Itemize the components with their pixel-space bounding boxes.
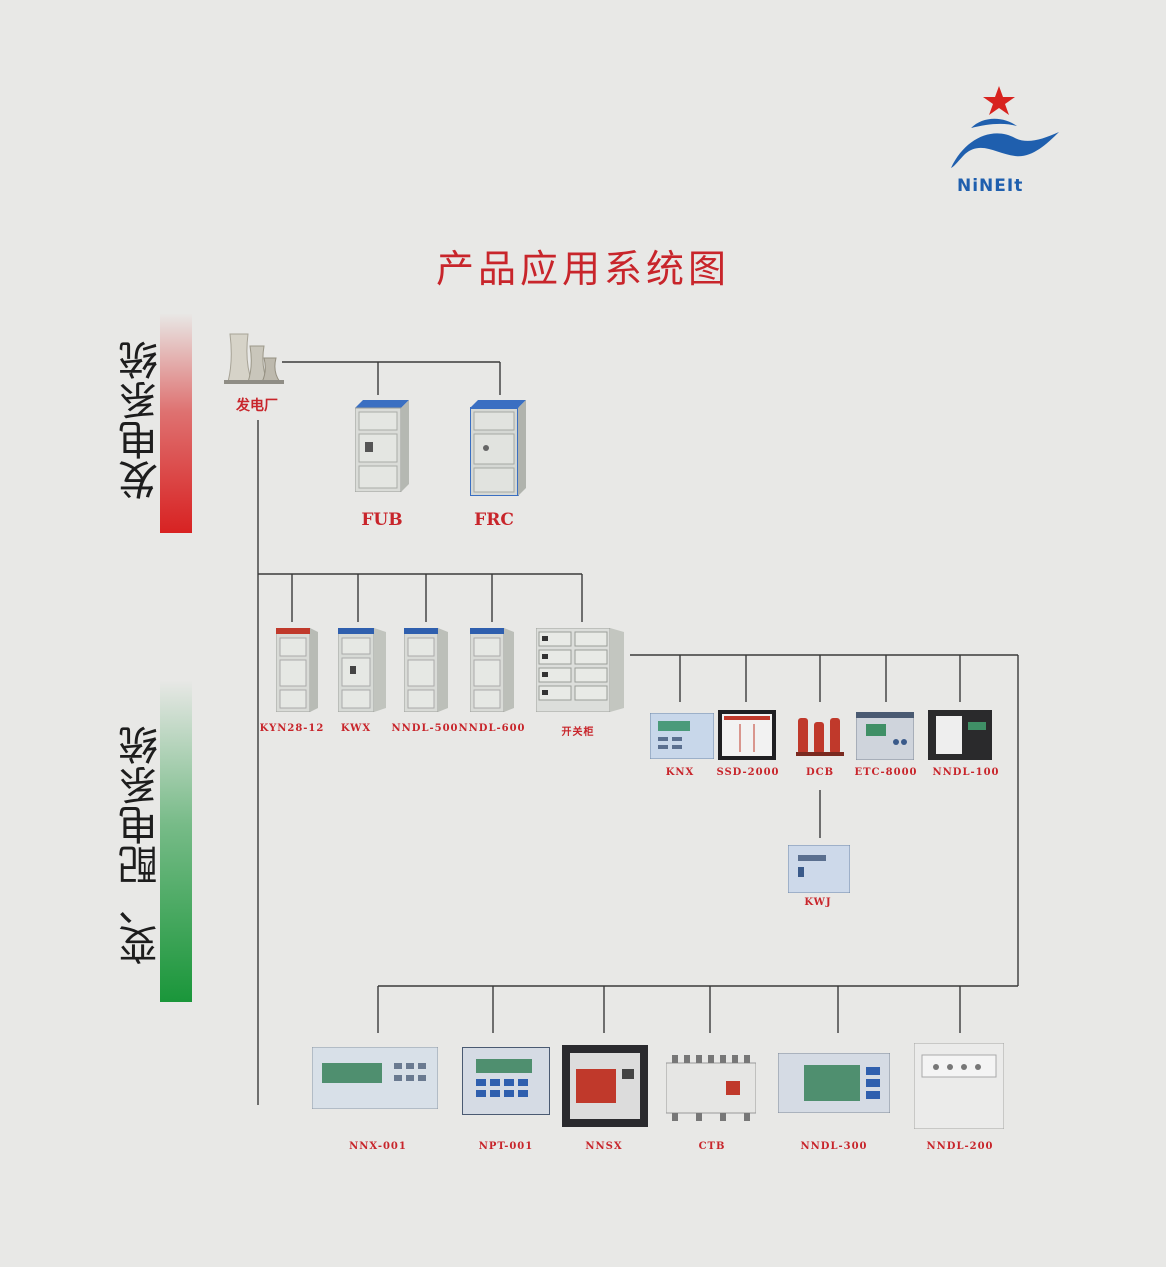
kwx-label: KWX (326, 723, 386, 734)
dcb-device-image (794, 712, 848, 758)
kwj-device-image (788, 845, 850, 893)
nndl-100-label: NNDL-100 (928, 767, 1004, 778)
frc-label: FRC (454, 510, 534, 530)
ctb-device-image (666, 1055, 756, 1121)
nndl-300-label: NNDL-300 (796, 1141, 872, 1152)
switchgear-label: 开关柜 (548, 723, 608, 738)
kwj-label: KWJ (790, 897, 846, 908)
power-plant-icon (222, 330, 286, 386)
ssd-2000-device-image (718, 710, 776, 760)
nndl-600-cabinet-image (470, 628, 514, 712)
knx-label: KNX (650, 767, 710, 778)
nndl-200-label: NNDL-200 (922, 1141, 998, 1152)
nndl-300-device-image (778, 1053, 890, 1113)
etc-8000-device-image (856, 712, 914, 760)
nnsx-label: NNSX (576, 1141, 632, 1152)
nndl-600-label: NNDL-600 (457, 723, 527, 734)
dcb-label: DCB (792, 767, 848, 778)
npt-001-device-image (462, 1047, 550, 1115)
kyn28-label: KYN28-12 (257, 723, 327, 734)
power-plant-label: 发电厂 (222, 395, 292, 415)
kwx-cabinet-image (338, 628, 386, 712)
fub-cabinet-image (355, 400, 409, 492)
nndl-200-device-image (914, 1043, 1004, 1129)
kyn28-cabinet-image (276, 628, 318, 712)
ctb-label: CTB (684, 1141, 740, 1152)
knx-device-image (650, 713, 714, 759)
npt-001-label: NPT-001 (470, 1141, 542, 1152)
nnsx-device-image (562, 1045, 648, 1127)
nnx-001-device-image (312, 1047, 438, 1109)
nndl-500-cabinet-image (404, 628, 448, 712)
fub-label: FUB (342, 510, 422, 530)
nnx-001-label: NNX-001 (340, 1141, 416, 1152)
nndl-100-device-image (928, 710, 992, 760)
frc-cabinet-image (470, 400, 526, 496)
nndl-500-label: NNDL-500 (390, 723, 460, 734)
switchgear-cabinet-image (536, 628, 624, 712)
etc-8000-label: ETC-8000 (850, 767, 922, 778)
ssd-2000-label: SSD-2000 (712, 767, 784, 778)
